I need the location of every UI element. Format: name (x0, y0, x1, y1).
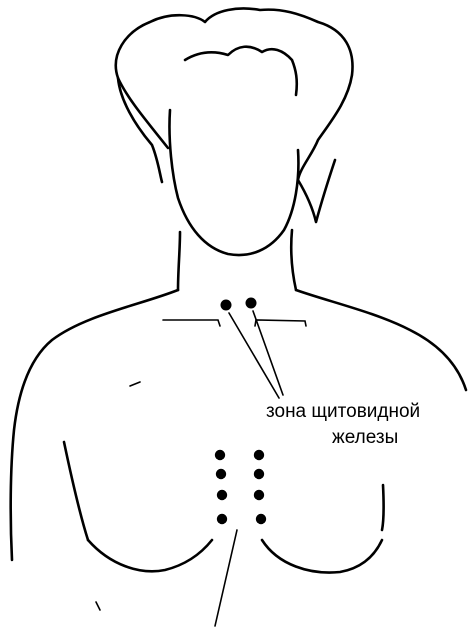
thyroid-pointer-left (229, 313, 279, 398)
left-breast-outline (88, 540, 212, 571)
collarbone-left (163, 320, 220, 326)
sternum-dot (216, 469, 226, 479)
neck-left (178, 232, 180, 290)
left-shoulder (11, 290, 178, 560)
face-outline (169, 110, 298, 255)
stray-mark (130, 382, 140, 386)
sternum-dot (254, 450, 264, 460)
neck-right (291, 230, 296, 290)
left-chest-line (64, 442, 88, 540)
thyroid-dot-right (246, 298, 257, 309)
stray-mark (96, 602, 100, 610)
right-breast-outline (262, 540, 382, 573)
sternum-dot (217, 490, 227, 500)
sternum-pointer (215, 530, 237, 626)
hair-inner-left (185, 47, 297, 95)
sternum-dot (254, 469, 264, 479)
collarbone-right (255, 320, 306, 326)
thyroid-zone-label-line2: железы (332, 428, 398, 447)
thyroid-zone-label-line1: зона щитовидной (266, 402, 420, 421)
hair-left-side (118, 78, 162, 182)
right-chest-line (382, 485, 384, 530)
thyroid-dot-left (221, 300, 232, 311)
right-shoulder (296, 290, 466, 390)
thyroid-pointer-right (253, 311, 283, 395)
sternum-dot (217, 514, 227, 524)
hair-outline (116, 9, 353, 223)
sternum-dot (215, 450, 225, 460)
sternum-dot (256, 514, 266, 524)
sternum-dot (254, 490, 264, 500)
